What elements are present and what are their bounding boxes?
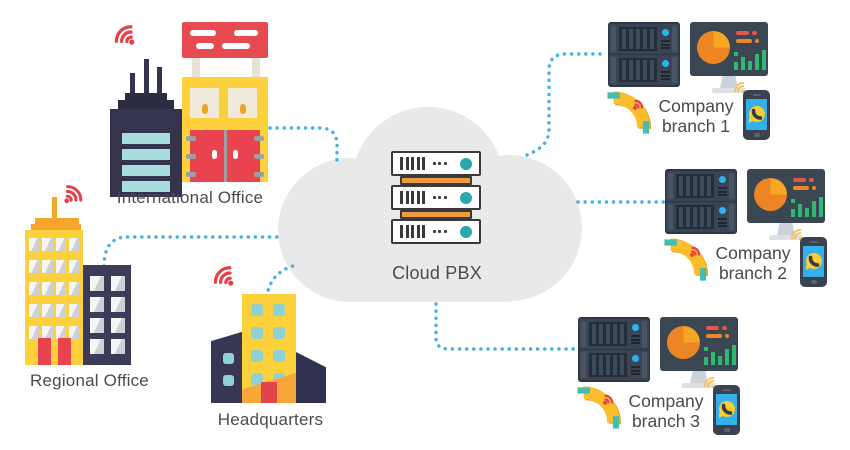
- window: [190, 88, 219, 118]
- connector-cloud-branch3: [434, 302, 577, 351]
- server-unit: [391, 219, 481, 244]
- side-building-left: [211, 331, 245, 403]
- international-office-label: International Office: [116, 188, 264, 207]
- server-unit: [391, 151, 481, 176]
- door: [38, 338, 51, 365]
- billboard-sign: [182, 22, 268, 58]
- window: [251, 327, 263, 339]
- regional-office-label: Regional Office: [30, 371, 149, 390]
- door: [261, 382, 277, 403]
- server-rack-icon: [665, 169, 737, 234]
- cloud-pbx-servers: [391, 151, 481, 244]
- phone-handset-icon: [606, 90, 652, 136]
- roof-ledge: [31, 224, 81, 230]
- connector-regional-cloud: [102, 235, 284, 268]
- server-rack-icon: [608, 22, 680, 87]
- server-led: [460, 157, 472, 170]
- pie-chart: [667, 326, 700, 359]
- monitor-chart-icon: [690, 22, 768, 93]
- window: [223, 353, 234, 364]
- pie-chart: [754, 178, 787, 211]
- roof-tier: [125, 93, 167, 100]
- wifi-icon: [684, 239, 708, 263]
- server-rack-icon: [578, 317, 650, 382]
- connector-cloud-branch1: [525, 52, 609, 157]
- office-building-navy: [83, 265, 131, 365]
- pie-chart: [697, 31, 730, 64]
- phone-handset-icon: [576, 385, 622, 431]
- roof-ledge: [35, 218, 79, 224]
- side-building-right: [296, 352, 326, 403]
- wifi-icon: [56, 180, 88, 212]
- connector-headquarters-cloud: [265, 264, 295, 299]
- window-grid: [90, 276, 125, 354]
- office-building: [25, 230, 83, 365]
- monitor-chart-icon: [660, 317, 738, 388]
- double-doors: [186, 130, 264, 182]
- wifi-icon: [627, 92, 651, 116]
- antenna: [144, 59, 149, 93]
- cloud-pbx-label: Cloud PBX: [392, 263, 482, 283]
- server-led: [460, 225, 472, 238]
- smartphone-icon: [743, 90, 770, 140]
- skyscraper-building: [110, 109, 182, 197]
- headquarters-group: Headquarters: [203, 260, 338, 434]
- smartphone-icon: [800, 237, 827, 287]
- window: [273, 327, 285, 339]
- connector-international-cloud: [268, 126, 339, 164]
- antenna: [52, 197, 57, 225]
- antenna: [157, 67, 162, 93]
- regional-office-group: Regional Office: [22, 185, 157, 397]
- window: [273, 304, 285, 316]
- office-building: [182, 77, 268, 182]
- bar-chart: [704, 345, 736, 365]
- skyscraper-windows: [122, 133, 170, 192]
- window: [223, 375, 234, 386]
- sign-post: [252, 58, 260, 77]
- wifi-icon: [208, 260, 242, 294]
- headquarters-building: [242, 294, 296, 403]
- window: [273, 350, 285, 362]
- server-led: [460, 191, 472, 204]
- wifi-icon: [109, 19, 143, 53]
- monitor-chart-icon: [747, 169, 825, 240]
- window-grid: [29, 238, 79, 339]
- bar-chart: [734, 50, 766, 70]
- antenna: [130, 73, 135, 93]
- phone-handset-icon: [663, 237, 709, 283]
- bar-chart: [791, 197, 823, 217]
- smartphone-icon: [713, 385, 740, 435]
- roof-tier: [118, 100, 174, 109]
- headquarters-label: Headquarters: [217, 410, 324, 429]
- server-unit: [391, 185, 481, 210]
- window: [251, 373, 263, 385]
- window: [251, 350, 263, 362]
- international-office-group: International Office: [105, 15, 275, 211]
- door: [58, 338, 71, 365]
- window: [251, 304, 263, 316]
- wifi-icon: [597, 387, 621, 411]
- window: [228, 88, 257, 118]
- sign-post: [192, 58, 200, 77]
